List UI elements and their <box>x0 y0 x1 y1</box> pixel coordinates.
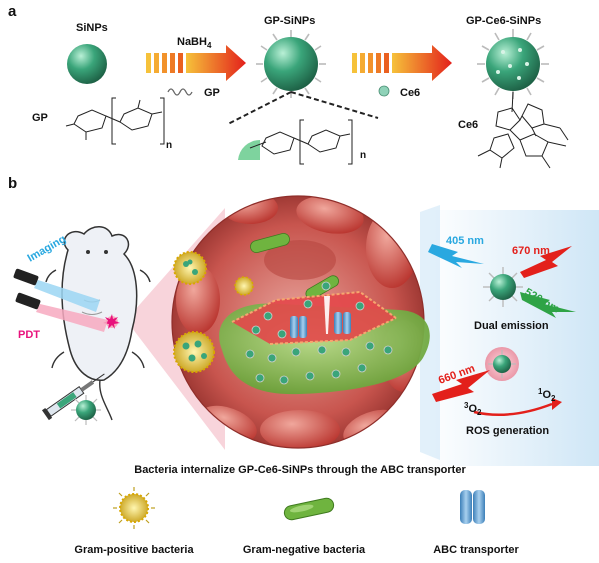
emission-520-bolt-icon <box>520 292 576 318</box>
syringe-icon <box>41 373 105 421</box>
imaging-fiber-icon <box>13 268 100 312</box>
zoom-line-right <box>290 91 379 119</box>
ros-conversion-arrow <box>473 402 553 417</box>
ros-generation-diagram: 660 nm 3O2 1O2 ROS generation <box>432 347 562 437</box>
legend-gram-positive-label: Gram-positive bacteria <box>74 544 194 556</box>
ros-nanoparticle <box>493 355 511 373</box>
legend-abc-transporter-label: ABC transporter <box>433 544 519 556</box>
ce6-molecule-icon <box>378 85 390 97</box>
surface-fragment <box>238 139 260 160</box>
gp-reactant-label: GP <box>204 87 220 99</box>
abc-transporter <box>290 316 307 338</box>
excitation-660-bolt-icon <box>432 370 490 402</box>
sinps-label: SiNPs <box>76 22 108 34</box>
uptake-arrow <box>324 296 330 334</box>
gram-positive-bacterium <box>173 251 207 285</box>
legend-abc-transporter-icon <box>460 490 485 524</box>
panel-a-label: a <box>8 3 17 20</box>
pdt-fiber-icon <box>15 292 108 332</box>
gp-surface-structure <box>249 119 353 165</box>
legend-gram-positive-icon <box>113 487 155 529</box>
legend-gram-negative-icon <box>283 497 335 521</box>
singlet-oxygen-label: 1O2 <box>538 387 556 403</box>
gp-n-subscript: n <box>166 140 172 151</box>
emitting-nanoparticle <box>490 274 516 300</box>
imaging-label: Imaging <box>26 233 69 264</box>
sinps-sphere <box>67 44 107 84</box>
excitation-405-bolt-icon <box>428 244 484 268</box>
reaction-arrow-1 <box>146 45 246 81</box>
dual-emission-diagram: 405 nm 670 nm 520 nm Dual emission <box>428 235 576 332</box>
ros-generation-label: ROS generation <box>466 425 549 437</box>
gp-squiggle-icon <box>167 88 193 96</box>
abc-transporter <box>334 312 351 334</box>
gp-sinps-sphere <box>256 30 326 98</box>
gp-sinps-label: GP-SiNPs <box>264 15 315 27</box>
gram-positive-bacterium <box>173 331 215 373</box>
legend-gram-negative-label: Gram-negative bacteria <box>243 544 366 556</box>
gp-chemical-structure <box>65 97 165 145</box>
ce6-structure-label: Ce6 <box>458 119 478 131</box>
gp-structure-label: GP <box>32 112 48 124</box>
panel-b-caption: Bacteria internalize GP-Ce6-SiNPs throug… <box>134 464 466 476</box>
triplet-oxygen-label: 3O2 <box>464 401 482 417</box>
bacterial-cell-zoom <box>219 290 430 395</box>
cell-membrane <box>232 292 396 344</box>
internalized-nanoparticles <box>245 281 393 385</box>
wl-670-label: 670 nm <box>512 245 550 257</box>
zoom-line-left <box>227 91 292 125</box>
ce6-chemical-structure <box>477 91 569 169</box>
surface-n-subscript: n <box>360 150 366 161</box>
reaction-arrow-2 <box>352 45 452 81</box>
gram-negative-bacterium <box>250 232 290 254</box>
gp-ce6-sinps-label: GP-Ce6-SiNPs <box>466 15 541 27</box>
nabh4-label: NaBH4 <box>177 36 212 50</box>
panel-b-label: b <box>8 175 17 192</box>
ce6-reactant-label: Ce6 <box>400 87 420 99</box>
pdt-label: PDT <box>18 329 40 341</box>
gram-positive-bacterium <box>234 276 254 296</box>
emission-670-bolt-icon <box>520 246 572 278</box>
mouse-illustration <box>45 226 151 421</box>
wl-405-label: 405 nm <box>446 235 484 247</box>
gp-ce6-sinps-sphere <box>477 29 549 99</box>
injected-nanoparticle-icon <box>71 395 101 425</box>
dual-emission-label: Dual emission <box>474 320 549 332</box>
legend: Gram-positive bacteria Gram-negative bac… <box>74 487 519 556</box>
infection-site-star-icon <box>103 314 120 329</box>
